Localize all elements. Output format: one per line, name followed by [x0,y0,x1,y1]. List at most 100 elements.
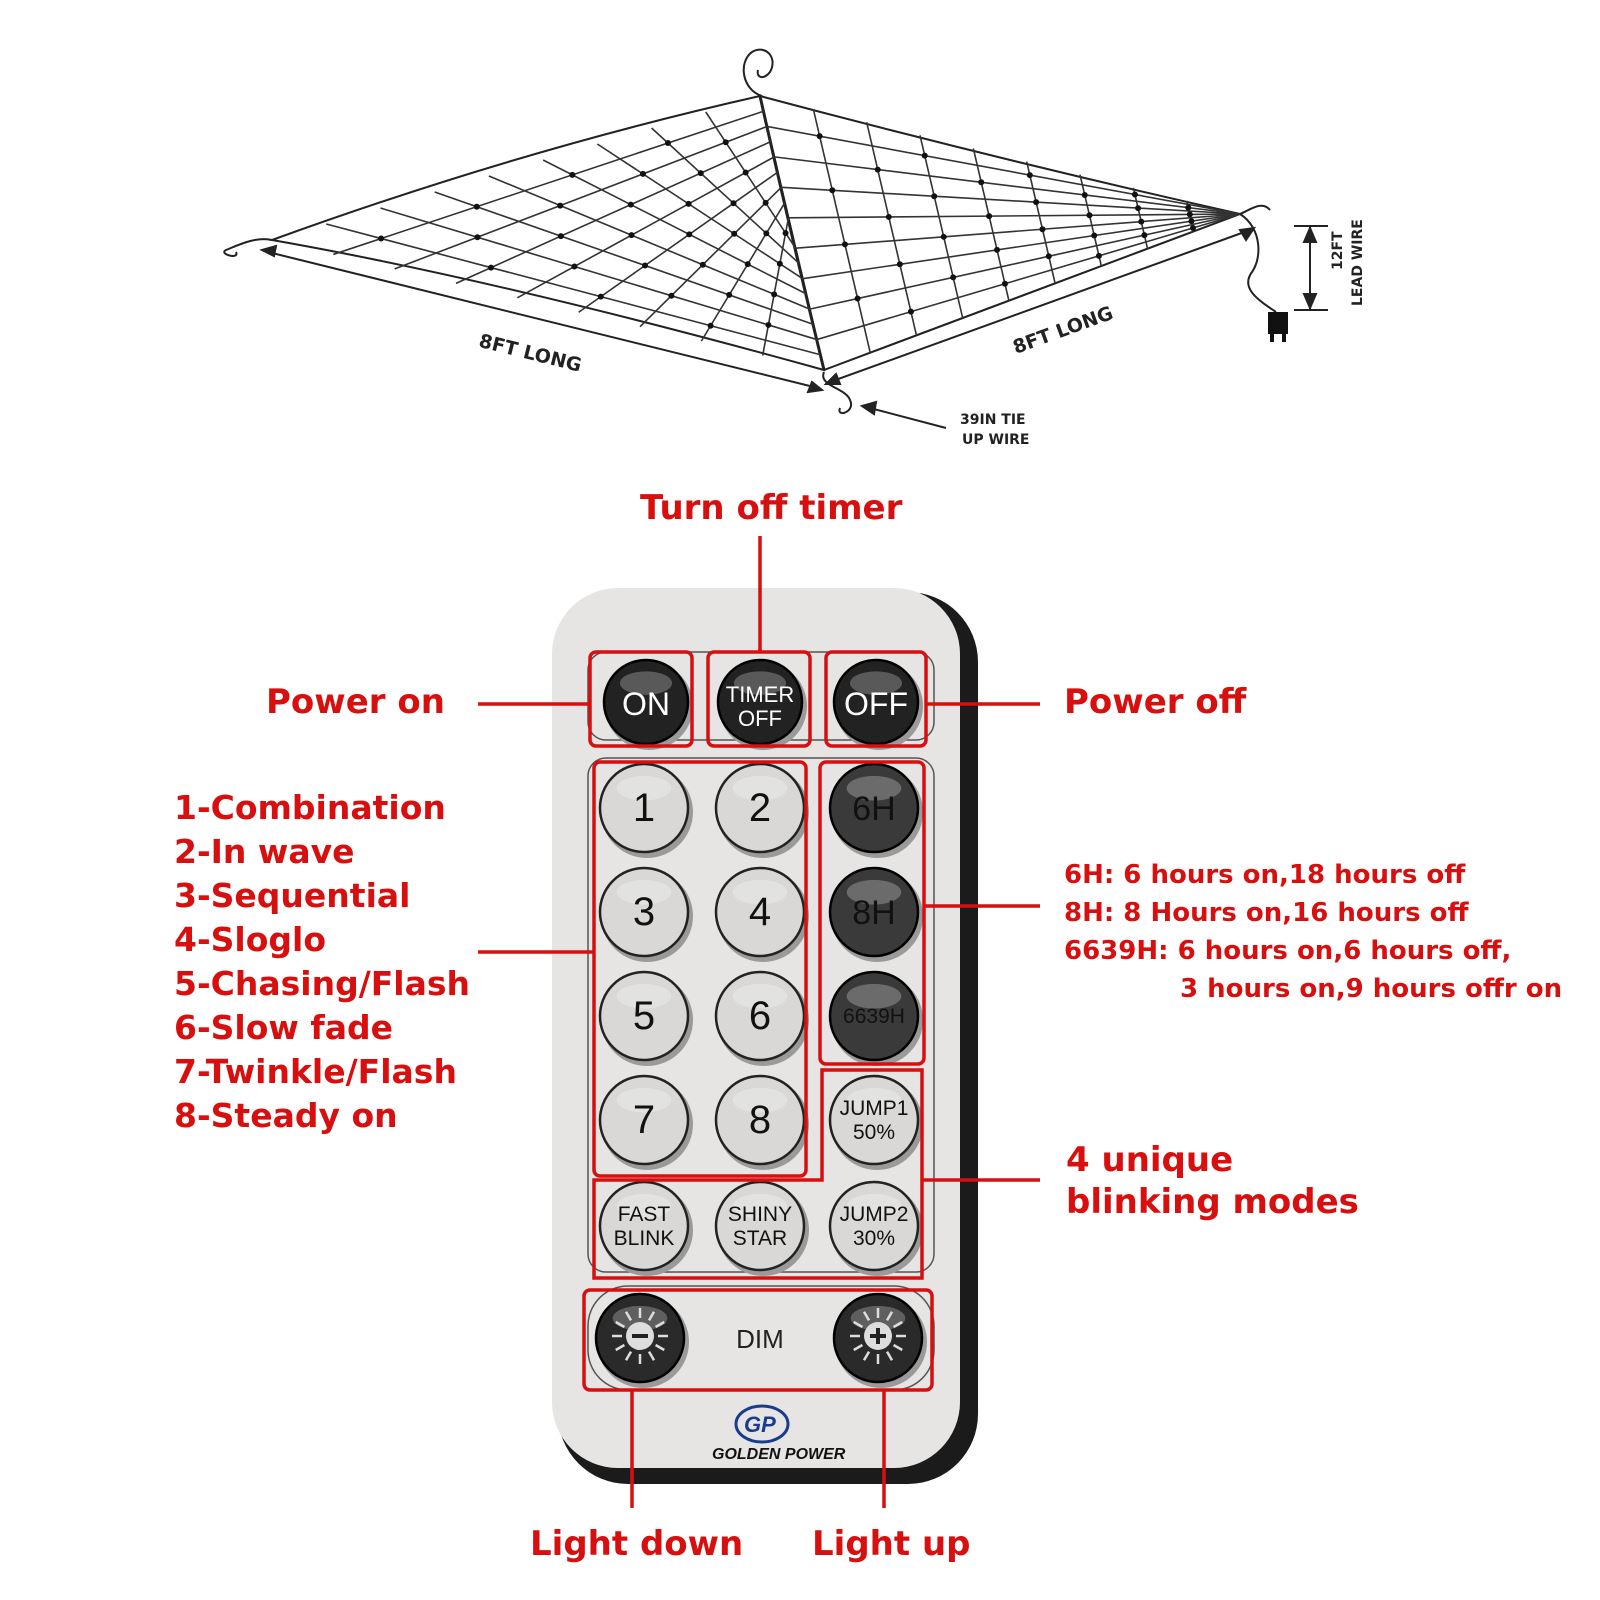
net-bulb [765,321,772,328]
net-bulb [668,292,675,299]
mode-5-button [598,970,690,1062]
net-bulb [829,187,836,194]
fast-blink-button [598,1180,690,1272]
net-bulb [1189,224,1196,231]
timer-8h-label: 8H [852,894,896,932]
net-strand [394,125,768,270]
net-bulb [664,140,671,147]
net-strand [865,122,918,336]
highlight-boxes [582,650,934,1392]
sun-ray [647,1350,656,1361]
net-bulb [940,233,947,240]
sun-ray [647,1311,656,1322]
mode-8-label: 8 [748,1098,772,1142]
on-button [602,658,690,746]
arrowhead [859,400,878,416]
net-strand [434,191,814,326]
net-strand [795,213,1241,250]
net-bulb [986,213,993,220]
timer-off-button [716,658,804,746]
arrowhead [1302,293,1318,311]
sun-ray [624,1350,633,1361]
left-length-arrow [267,251,819,389]
net-bulb [782,230,789,237]
power-on-annotation: Power on [266,682,445,722]
dim-box [582,1288,934,1392]
arrowhead [806,380,825,394]
net-strand [542,159,807,295]
timer-description: 6H: 6 hours on,18 hours off [1064,860,1466,890]
net-bulb [841,241,848,248]
jump1-button [828,1074,920,1166]
net-strand [1025,161,1056,284]
mode-3-button [598,866,690,958]
net-bulb [1033,199,1040,206]
net-bulb [921,152,928,159]
tie-wire-label-line2: UP WIRE [962,432,1030,448]
net-grid [326,108,1241,356]
mode-item: 3-Sequential [174,876,411,915]
light-down-annotation: Light down [530,1524,744,1564]
net-strand [326,223,821,356]
mode-item: 1-Combination [174,788,446,827]
net-light-drawing [223,48,1277,415]
blink-modes-box [592,1068,924,1280]
net-bulb [1095,252,1102,259]
right-length-arrow [829,229,1251,383]
net-bulb [571,263,578,270]
net-bulb [1001,280,1008,287]
arrowhead [1238,226,1257,242]
net-strand [651,127,800,265]
net-bulb [378,235,385,242]
net-bulbs [378,133,1196,329]
right-tie-wire [1239,204,1271,215]
shiny-star-label-line2: STAR [732,1227,788,1250]
net-strand [972,148,1010,301]
modes-list: 1-Combination 2-In wave 3-Sequential 4-S… [174,786,470,1138]
bottom-tie-wire [822,371,853,415]
timer-6h-label: 6H [852,790,896,828]
net-bulb [1086,212,1093,219]
net-bulb [896,261,903,268]
mode-5-label: 5 [632,994,656,1038]
net-strand [816,213,1241,341]
sun-ray [615,1343,626,1352]
mode-3-button-highlight [616,879,672,905]
mode-item: 4-Sloglo [174,920,327,959]
net-bulb [699,261,706,268]
timer-descriptions: 6H: 6 hours on,18 hours off 8H: 8 Hours … [1064,856,1562,1008]
lead-wire-label: LEAD WIRE [1350,219,1366,306]
net-strand [774,156,1241,215]
mode-6-button [714,970,806,1062]
mode-2-label: 2 [748,786,772,830]
timer-description: 3 hours on,9 hours offr on [1180,974,1563,1004]
mode-8-button [714,1074,806,1166]
power-on-box [588,650,694,748]
off-button [832,658,920,746]
net-strand [781,186,1241,215]
timer-annotation: Turn off timer [640,488,903,528]
net-bulb [1026,172,1033,179]
golden-power-logo [734,1404,790,1444]
net-bulb [776,260,783,267]
net-strand [1132,187,1149,249]
off-button-highlight [849,671,903,695]
arrowhead [823,372,842,385]
off-button-label: OFF [844,686,908,722]
net-bulb [730,200,737,207]
logo-brand-text: GOLDEN POWER [712,1446,846,1463]
sun-ray [615,1320,626,1329]
brightness-up-icon [850,1308,906,1364]
net-bulb [686,231,693,238]
mode-6-label: 6 [748,994,772,1038]
mode-7-label: 7 [632,1098,656,1142]
lead-length-label: 12FT [1330,231,1346,270]
net-bulb [1188,218,1195,225]
jump2-button [828,1180,920,1272]
net-right-panel [759,95,1244,371]
fast-blink-label-line2: BLINK [613,1227,675,1250]
net-center-rib [758,95,826,371]
net-bulb [1186,211,1193,218]
light-up-annotation: Light up [812,1524,971,1564]
